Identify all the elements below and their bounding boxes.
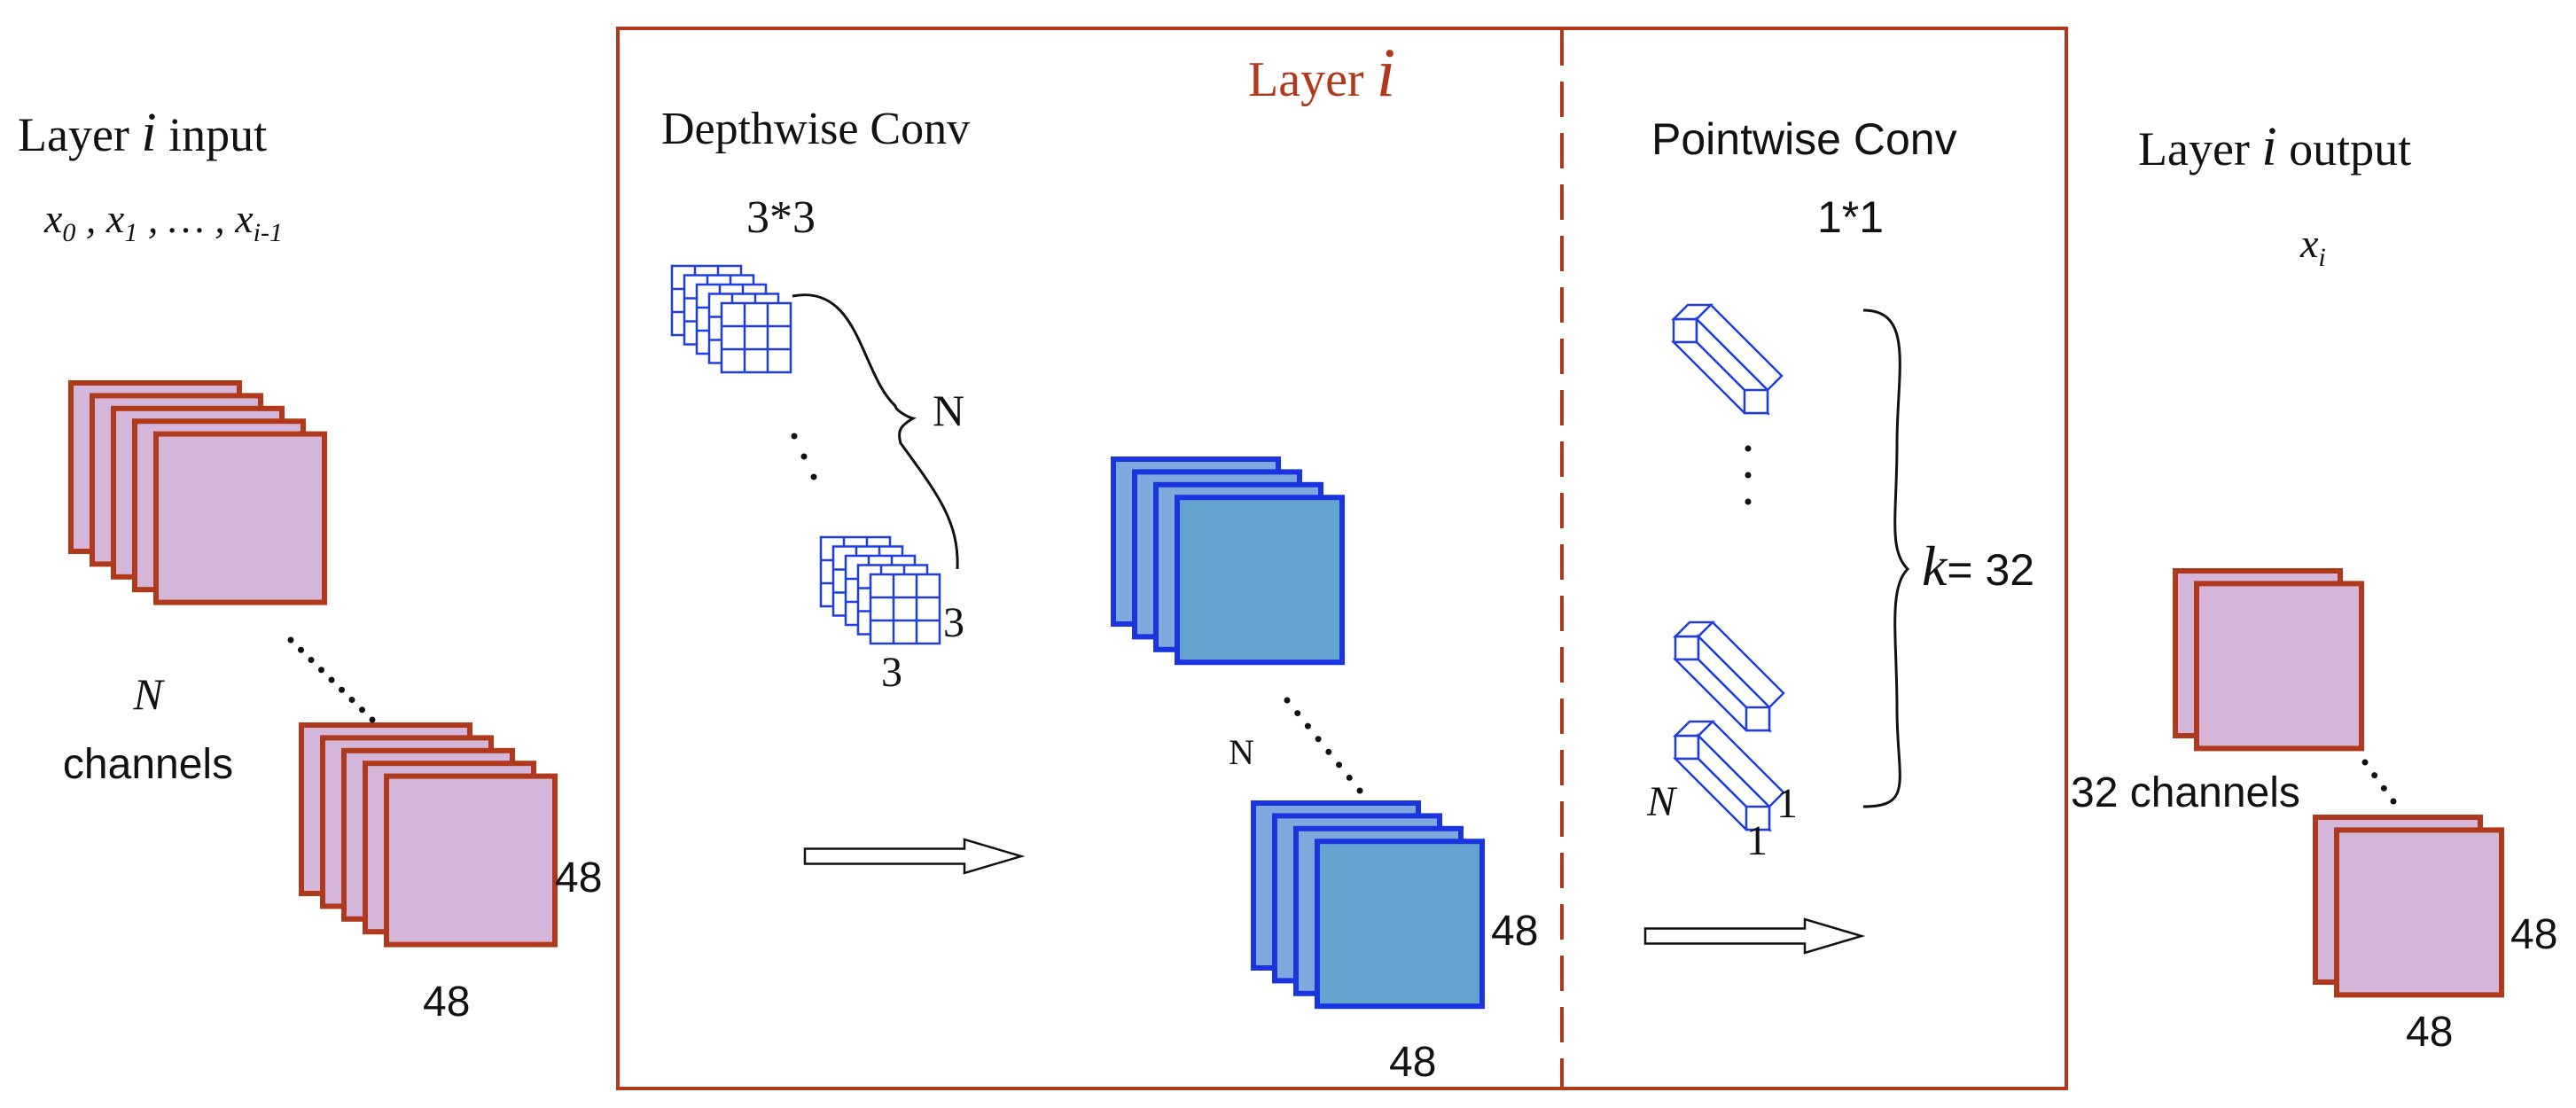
ellipsis-dot — [1745, 472, 1752, 479]
ellipsis-dot — [1325, 748, 1332, 755]
ellipsis-dot — [359, 706, 365, 714]
depthwise-width-label: 48 — [1389, 1039, 1436, 1086]
input-width-label: 48 — [423, 979, 470, 1026]
output-stack-top — [2173, 568, 2364, 752]
feature-map — [384, 773, 558, 948]
feature-map — [153, 431, 327, 605]
ellipsis-dot — [1284, 697, 1291, 704]
pointwise-kernel-face — [1674, 635, 1700, 661]
ellipsis-dot — [2380, 784, 2387, 792]
ellipsis-dot — [2371, 772, 2378, 779]
layer-frame — [616, 27, 2068, 1090]
depthwise-kernel-dim-right: 3 — [943, 599, 964, 646]
pointwise-kernel-dim-right: 1 — [1776, 780, 1798, 827]
ellipsis-dot — [2390, 798, 2397, 805]
ellipsis-dot — [800, 453, 808, 460]
output-stack-bottom — [2313, 815, 2504, 998]
input-stack-bottom — [299, 722, 558, 948]
ellipsis-dot — [318, 667, 324, 674]
ellipsis-dot — [308, 657, 315, 663]
depthwise-kernel-dim-bottom: 3 — [881, 649, 902, 696]
kernel-3x3 — [869, 573, 941, 645]
ellipsis-dot — [298, 646, 304, 653]
arrow-shape — [1643, 917, 1866, 955]
feature-map — [2334, 827, 2504, 998]
pointwise-kernel-face — [1745, 805, 1771, 831]
depthwise-kernel-ellipsis — [791, 433, 817, 480]
input-height-label: 48 — [555, 854, 602, 901]
ellipsis-dot — [369, 716, 376, 723]
ellipsis-dot — [791, 433, 798, 440]
pointwise-kernel-var: N — [1646, 778, 1678, 825]
pointwise-kernel-dim-bottom: 1 — [1746, 817, 1768, 864]
ellipsis-dot — [810, 473, 817, 480]
output-title: Layer i output — [2138, 117, 2411, 177]
pointwise-title: Pointwise Conv — [1651, 114, 1957, 164]
feature-map — [2194, 581, 2364, 752]
feature-map — [1175, 495, 1345, 666]
arrow-shape — [803, 838, 1026, 875]
pointwise-kernel-face — [1743, 388, 1769, 415]
ellipsis-dot — [328, 676, 335, 683]
output-ellipsis — [2361, 759, 2397, 805]
input-variables: x0 , x1 , … , xi-1 — [43, 196, 283, 247]
ellipsis-dot — [1745, 445, 1752, 452]
ellipsis-dot — [1356, 787, 1363, 794]
ellipsis-dot — [348, 697, 355, 703]
input-channels-var: N — [132, 669, 165, 719]
depthwise-arrow — [803, 838, 1026, 875]
depthwise-brace — [792, 293, 959, 570]
output-width-label: 48 — [2406, 1009, 2453, 1056]
pointwise-k-equation: k= 32 — [1922, 534, 2034, 597]
pointwise-kernel-face — [1672, 317, 1698, 344]
depthwise-title: Depthwise Conv — [661, 104, 970, 154]
depthwise-map-stack-bottom — [1251, 800, 1485, 1010]
input-title: Layer i input — [18, 103, 267, 163]
output-height-label: 48 — [2510, 911, 2557, 958]
pointwise-brace — [1862, 308, 1910, 808]
pointwise-kernel-size: 1*1 — [1817, 192, 1884, 242]
depthwise-height-label: 48 — [1491, 908, 1538, 955]
ellipsis-dot — [2361, 759, 2369, 766]
depthwise-kernel-stack-bottom — [819, 535, 941, 645]
depthwise-kernel-size: 3*3 — [746, 192, 816, 243]
pointwise-kernel-bottom — [1672, 720, 1785, 833]
ellipsis-dot — [1346, 774, 1353, 781]
ellipsis-dot — [339, 686, 345, 693]
feature-map — [1315, 839, 1485, 1010]
pointwise-kernel-face — [1674, 734, 1700, 761]
depthwise-map-ellipsis — [1284, 697, 1363, 794]
output-channels-label: 32 channels — [2071, 769, 2300, 816]
depthwise-brace-label: N — [933, 386, 964, 435]
input-ellipsis — [287, 636, 376, 723]
layer-title: Layer i — [1248, 34, 1395, 111]
ellipsis-dot — [1294, 710, 1301, 717]
depthwise-kernel-stack-top — [670, 264, 792, 374]
depthwise-map-stack-top — [1111, 456, 1345, 666]
ellipsis-dot — [1304, 722, 1311, 730]
pointwise-kernel-top — [1670, 303, 1784, 417]
output-variable: xi — [2299, 221, 2326, 272]
pointwise-arrow — [1643, 917, 1866, 955]
ellipsis-dot — [1315, 736, 1322, 743]
input-stack-top — [68, 380, 327, 605]
kernel-3x3 — [720, 301, 792, 374]
ellipsis-dot — [287, 636, 294, 644]
pointwise-kernel-ellipsis — [1745, 445, 1752, 505]
ellipsis-dot — [1336, 761, 1343, 769]
pointwise-kernel-face — [1745, 706, 1771, 732]
input-channels-label: channels — [63, 741, 233, 788]
depthwise-maps-label: N — [1229, 732, 1254, 772]
pointwise-kernel-middle — [1672, 620, 1785, 734]
ellipsis-dot — [1745, 498, 1752, 505]
